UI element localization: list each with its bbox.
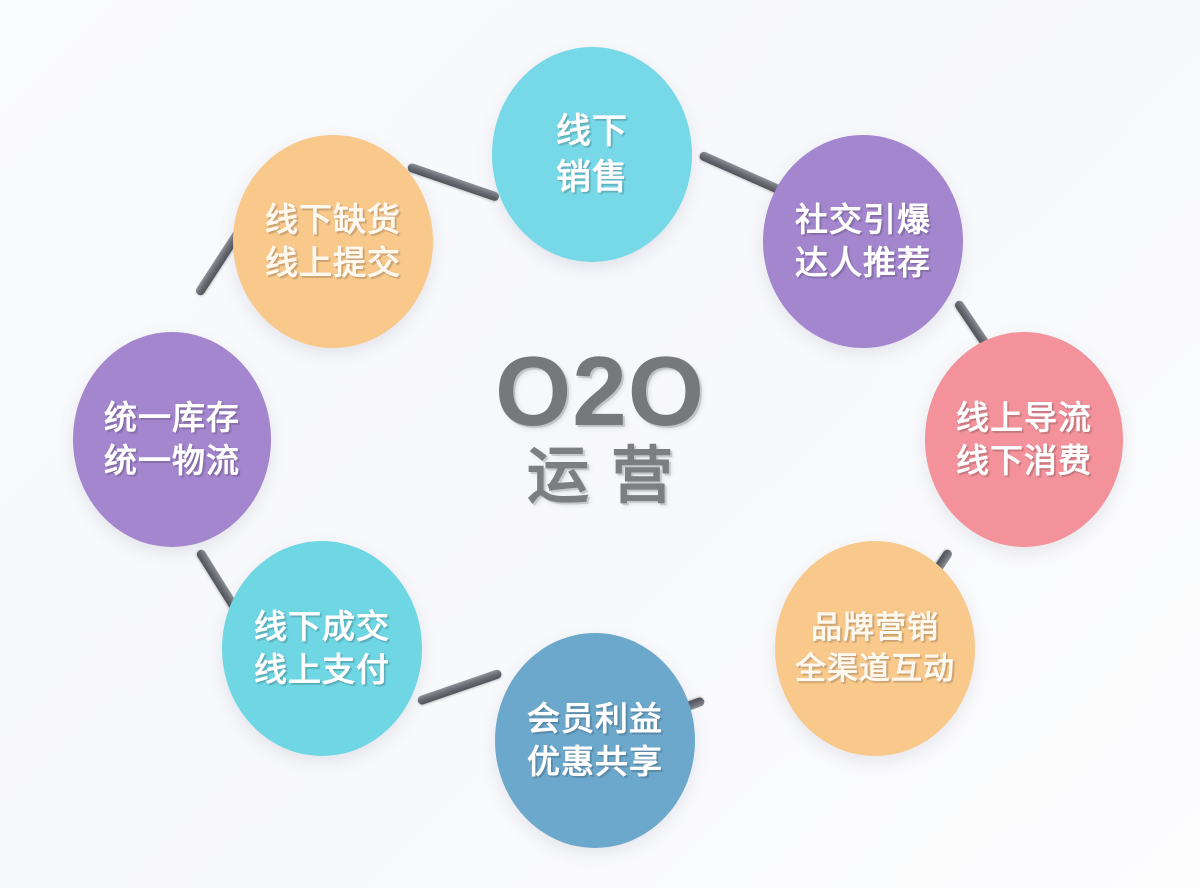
node-offline-sales-line2: 销售	[555, 157, 628, 197]
node-member-benefits[interactable]: 会员利益 优惠共享	[495, 633, 695, 848]
node-offline-deal-line1: 线下成交	[254, 607, 390, 645]
node-offline-sales[interactable]: 线下 销售	[492, 47, 692, 262]
center-subtitle: 运营	[526, 442, 695, 512]
node-social-viral-line1: 社交引爆	[795, 200, 931, 238]
node-social-viral-line2: 达人推荐	[795, 243, 931, 281]
node-offline-deal[interactable]: 线下成交 线上支付	[222, 541, 422, 756]
node-brand-marketing[interactable]: 品牌营销 全渠道互动	[775, 541, 975, 756]
node-member-benefits-line1: 会员利益	[527, 699, 663, 737]
center-title: O2O	[495, 336, 705, 446]
node-offline-deal-line2: 线上支付	[254, 650, 390, 688]
node-member-benefits-line2: 优惠共享	[527, 742, 663, 780]
node-online-traffic-line2: 线下消费	[956, 441, 1092, 479]
node-offline-stockout[interactable]: 线下缺货 线上提交	[233, 135, 433, 348]
node-brand-marketing-line1: 品牌营销	[811, 610, 939, 646]
node-unified-inventory[interactable]: 统一库存 统一物流	[73, 332, 271, 547]
node-online-traffic-line1: 线上导流	[956, 398, 1092, 436]
node-offline-stockout-line1: 线下缺货	[265, 200, 401, 238]
connector-bottom-bottomleft	[416, 668, 503, 706]
node-brand-marketing-line2: 全渠道互动	[795, 650, 955, 686]
node-offline-stockout-line2: 线上提交	[265, 243, 401, 281]
center-label: O2O 运营	[440, 336, 760, 512]
node-online-traffic[interactable]: 线上导流 线下消费	[925, 332, 1123, 547]
node-unified-inventory-line2: 统一物流	[104, 441, 240, 479]
node-social-viral[interactable]: 社交引爆 达人推荐	[763, 135, 963, 348]
node-offline-sales-line1: 线下	[555, 112, 628, 151]
node-unified-inventory-line1: 统一库存	[104, 398, 240, 436]
